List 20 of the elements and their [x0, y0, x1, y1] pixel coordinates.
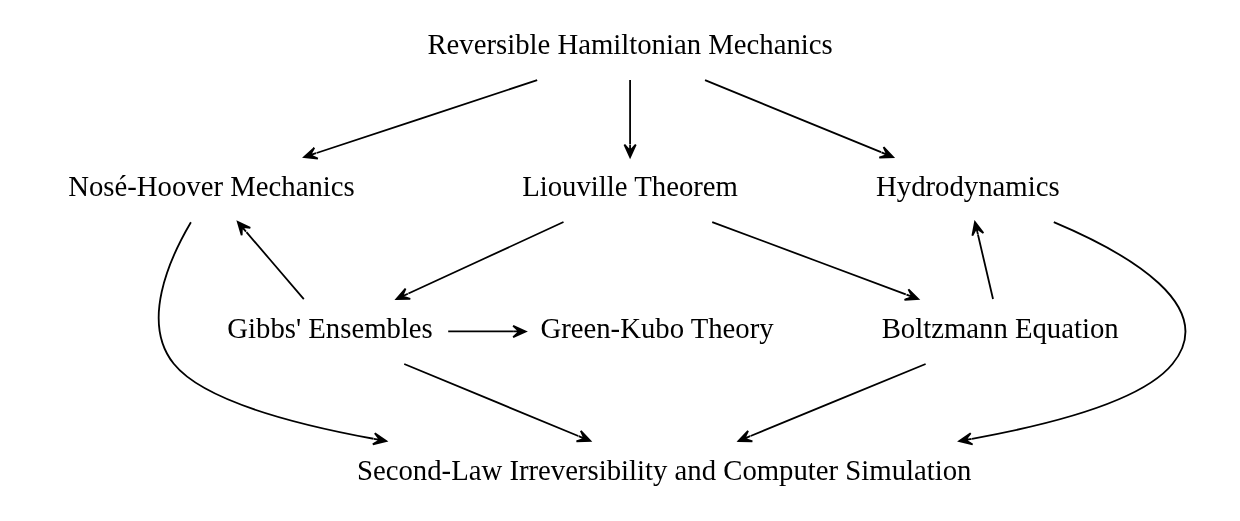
arrow — [395, 221, 564, 300]
arrow — [402, 363, 591, 443]
arrow — [157, 221, 387, 446]
arrow — [623, 79, 637, 159]
node-text: Liouville Theorem — [521, 170, 738, 203]
node-text: Reversible Hamiltonian Mechanics — [426, 28, 833, 61]
node-text: Gibbs' Ensembles — [226, 312, 433, 345]
arrow — [703, 79, 894, 159]
arrow — [236, 221, 305, 300]
arrow — [302, 79, 538, 160]
arrow — [710, 221, 919, 301]
node-text: Boltzmann Equation — [881, 312, 1119, 345]
arrow — [446, 324, 527, 338]
arrow — [970, 221, 994, 300]
arrow — [957, 221, 1186, 446]
node-text: Hydrodynamics — [875, 170, 1060, 203]
node-text: Green-Kubo Theory — [539, 312, 774, 345]
node-text: Second-Law Irreversibility and Computer Simulation — [356, 454, 971, 487]
arrow — [737, 363, 926, 443]
node-text: Nosé-Hoover Mechanics — [67, 170, 355, 203]
